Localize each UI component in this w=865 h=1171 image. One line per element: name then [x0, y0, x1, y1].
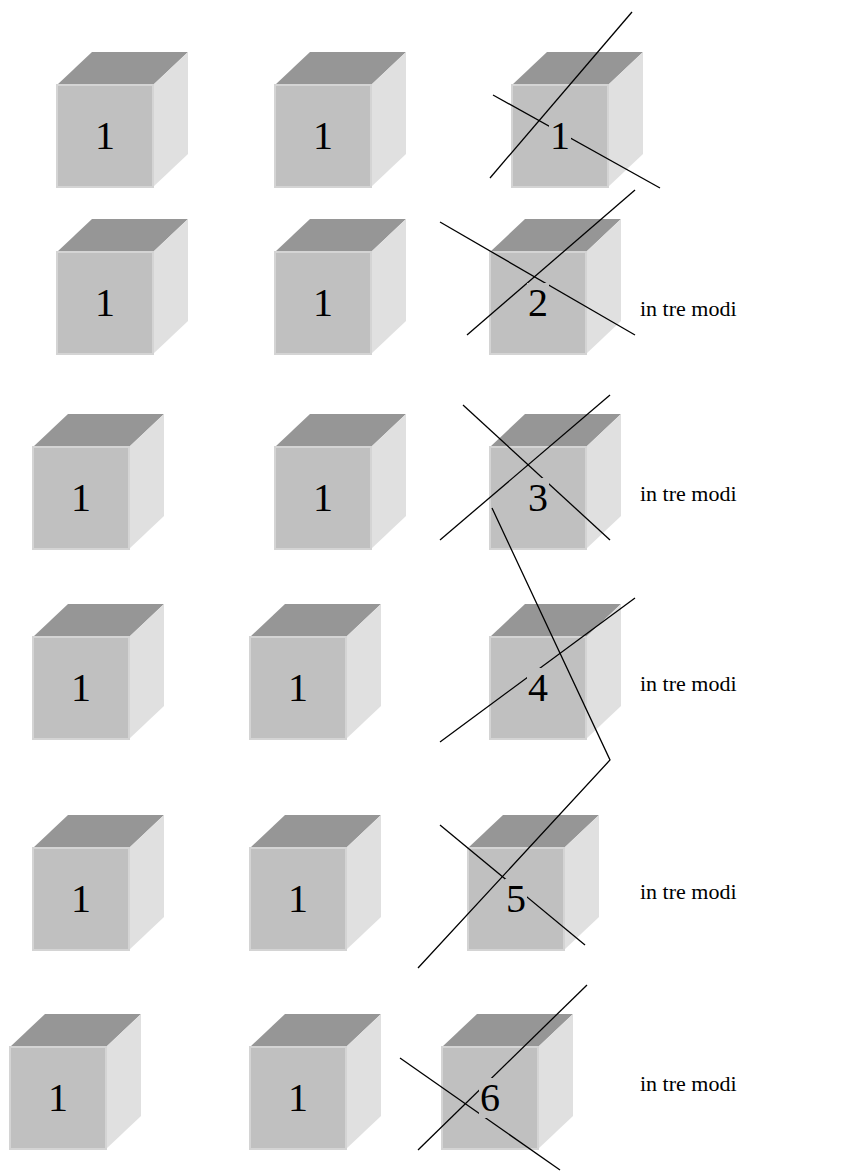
cube-number: 1 [94, 283, 116, 323]
cube-number: 1 [47, 1078, 69, 1118]
cube-number: 1 [70, 668, 92, 708]
cross-line [418, 508, 610, 968]
cube-front [275, 447, 371, 549]
cube-side [346, 815, 381, 950]
cross-line [467, 190, 635, 335]
cross-line [440, 395, 610, 540]
number-cube: 1 [275, 252, 371, 354]
cross-line [493, 95, 660, 188]
cube-number: 1 [70, 879, 92, 919]
cube-front [10, 1047, 106, 1149]
cube-side [371, 52, 406, 187]
number-cube: 1 [10, 1047, 106, 1149]
number-cube: 1 [250, 1047, 346, 1149]
cross-line [440, 825, 585, 945]
cube-side [538, 1014, 573, 1149]
cube-front [250, 1047, 346, 1149]
cube-side [346, 1014, 381, 1149]
cube-number: 1 [287, 1078, 309, 1118]
row-note: in tre modi [640, 671, 737, 697]
cube-side [129, 414, 164, 549]
cube-front [57, 252, 153, 354]
row-note: in tre modi [640, 879, 737, 905]
cube-number: 1 [287, 879, 309, 919]
cube-front [33, 447, 129, 549]
number-cube: 1 [57, 252, 153, 354]
number-cube: 2 [490, 252, 586, 354]
cube-side [371, 414, 406, 549]
cube-side [346, 604, 381, 739]
cube-number: 3 [527, 478, 549, 518]
cube-side [586, 414, 621, 549]
cross-line [440, 598, 635, 742]
number-cube: 4 [490, 637, 586, 739]
cube-number: 2 [527, 283, 549, 323]
cube-side [153, 52, 188, 187]
cube-front [33, 848, 129, 950]
number-cube: 1 [33, 848, 129, 950]
cube-number: 1 [549, 116, 571, 156]
cube-front [275, 85, 371, 187]
cube-front [490, 637, 586, 739]
cube-side [129, 604, 164, 739]
number-cube: 6 [442, 1047, 538, 1149]
cube-front [250, 848, 346, 950]
row-note: in tre modi [640, 481, 737, 507]
cube-number: 1 [94, 116, 116, 156]
cube-front [33, 637, 129, 739]
cross-line [418, 985, 587, 1150]
cube-side [608, 52, 643, 187]
number-cube: 1 [275, 447, 371, 549]
cube-side [371, 219, 406, 354]
cube-number: 1 [70, 478, 92, 518]
cube-side [106, 1014, 141, 1149]
cube-side [129, 815, 164, 950]
number-cube: 1 [33, 637, 129, 739]
cube-number: 1 [312, 283, 334, 323]
number-cube: 1 [512, 85, 608, 187]
cross-line [463, 405, 610, 540]
row-note: in tre modi [640, 296, 737, 322]
cube-number: 1 [312, 478, 334, 518]
cube-number: 1 [312, 116, 334, 156]
number-cube: 1 [275, 85, 371, 187]
number-cube: 1 [33, 447, 129, 549]
number-cube: 1 [250, 637, 346, 739]
cube-front [57, 85, 153, 187]
cross-line [490, 12, 632, 178]
number-cube: 1 [57, 85, 153, 187]
cube-side [586, 219, 621, 354]
cube-number: 1 [287, 668, 309, 708]
cube-number: 5 [505, 879, 527, 919]
row-note: in tre modi [640, 1071, 737, 1097]
cross-line [440, 222, 635, 335]
number-cube: 5 [468, 848, 564, 950]
number-cube: 1 [250, 848, 346, 950]
cube-number: 6 [479, 1078, 501, 1118]
number-cube: 3 [490, 447, 586, 549]
cross-line [400, 1058, 560, 1170]
cube-side [153, 219, 188, 354]
cube-front [250, 637, 346, 739]
cube-side [564, 815, 599, 950]
cube-front [275, 252, 371, 354]
cube-number: 4 [527, 668, 549, 708]
